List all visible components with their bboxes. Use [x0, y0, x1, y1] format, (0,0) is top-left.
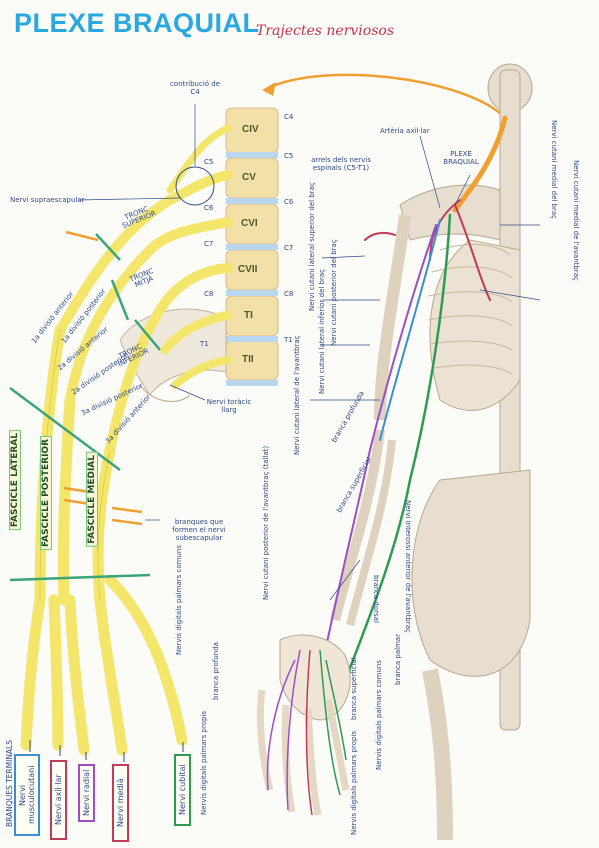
root-label-left: C5: [204, 158, 214, 166]
root-label: C6: [284, 198, 294, 206]
c4-contribution-label: contribució de C4: [169, 80, 221, 96]
digit-palm-common-right-label: Nervis digitals palmars comuns: [375, 659, 383, 770]
cut-lat-sup-arm-label: Nervi cutani lateral superior del braç: [308, 182, 316, 311]
suprascapular-label: Nervi supraescapular: [10, 196, 85, 204]
root-label-left: T1: [200, 340, 209, 348]
spinal-roots-label: arrels dels nervis espinals (C5-T1): [311, 156, 371, 172]
pointer-arrowhead: [262, 82, 276, 96]
interossi-label: Nervi interossi anterior de l'avantbraç: [404, 500, 412, 633]
vertebra-label: CVI: [241, 218, 258, 229]
root-label-left: C7: [204, 240, 214, 248]
fascicle-medial: FASCICLE MEDIAL: [86, 452, 98, 547]
pointer-arrow: [267, 73, 506, 119]
vertebra-label: CIV: [242, 124, 259, 135]
skeleton-plexus: [314, 115, 508, 722]
plexus-label: PLEXE BRAQUIAL: [443, 150, 479, 166]
leader-lines: [77, 104, 541, 601]
terminal-nerve-axillary: Nervi axil·lar: [50, 760, 67, 840]
vertebra-label: TI: [244, 310, 253, 321]
skeleton: [330, 63, 533, 841]
root-label: C5: [284, 152, 294, 160]
terminal-nerve-ulnar: Nervi cubital: [174, 754, 191, 826]
terminal-nerve-radial: Nervi radial: [78, 764, 95, 822]
branca-profunda-label: branca profunda: [212, 642, 220, 700]
cut-post-forearm-label: Nervi cutani posterior de l'avantbraç (t…: [262, 445, 270, 600]
cut-med-arm-label: Nervi cutani medial del braç: [550, 120, 558, 220]
terminal-nerve-musculocutaneous: Nervi musculocutani: [14, 754, 40, 836]
terminal-branches-label: BRANQUES TERMINALS: [5, 740, 14, 827]
branca-superficial-label: branca superficial: [350, 657, 358, 720]
axillary-artery-label: Artèria axil·lar: [380, 127, 430, 135]
page-title: PLEXE BRAQUIAL: [14, 8, 260, 38]
hand-nerves: [266, 649, 347, 816]
branca-palmar-label: branca palmar: [394, 633, 402, 685]
thoracic-long-label: Nervi toràcic llarg: [206, 398, 252, 414]
page-subtitle: Trajectes nerviosos: [256, 23, 394, 39]
root-label: C4: [284, 113, 294, 121]
digit-palm-proper-right-label: Nervis digitals palmars propis: [350, 730, 358, 835]
cut-post-arm-label: Nervi cutani posterior del braç: [330, 239, 338, 346]
division-markers: [9, 233, 161, 582]
branca-dorsal-label: branca dorsal: [372, 575, 380, 623]
root-label: C7: [284, 244, 294, 252]
subscapular-branches: [63, 230, 143, 526]
hand: [256, 634, 351, 816]
fascicle-posterior: FASCICLE POSTERIOR: [40, 436, 52, 551]
vertebra-label: CVII: [238, 264, 258, 275]
root-label-left: C8: [204, 290, 214, 298]
digit-palm-proper-left-label: Nervis digitals palmars propis: [200, 710, 208, 815]
cut-lat-inf-arm-label: Nervi cutani lateral inferior del braç: [318, 268, 326, 394]
vertebra-label: CV: [242, 172, 256, 183]
cut-med-forearm-label: Nervi cutani medial de l'avantbraç: [572, 160, 580, 281]
cut-lat-forearm-label: Nervi cutani lateral de l'avantbraç: [293, 335, 301, 456]
subscapular-branches-label: branques que formen el nervi subescapula…: [172, 518, 226, 542]
vertebra-label: TII: [242, 354, 254, 365]
digit-palm-common-left-label: Nervis digitals palmars comuns: [175, 544, 183, 655]
vertebral-column: [225, 107, 279, 386]
root-label: T1: [284, 336, 293, 344]
root-label-left: C6: [204, 204, 214, 212]
root-label: C8: [284, 290, 294, 298]
fascicle-lateral: FASCICLE LATERAL: [9, 430, 21, 531]
terminal-arrows: [29, 740, 184, 762]
terminal-nerve-median: Nervi medià: [112, 764, 129, 842]
